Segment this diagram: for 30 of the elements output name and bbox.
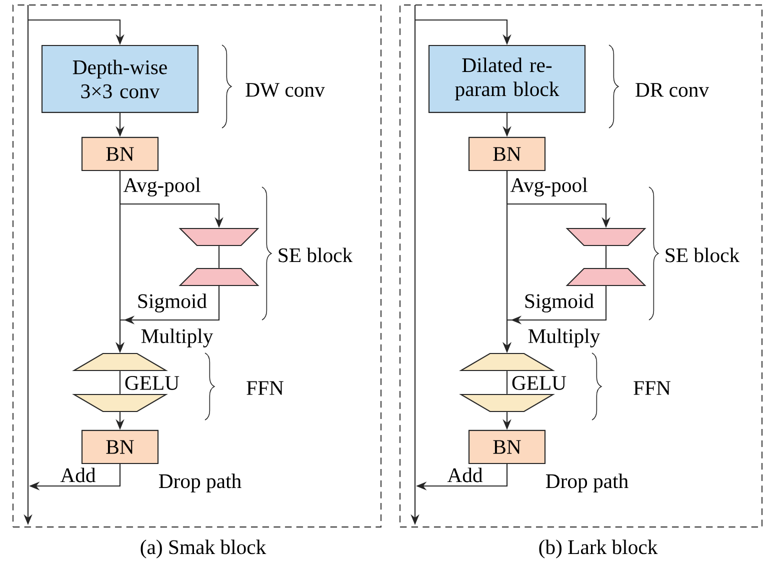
conv-box: Dilated re-param block xyxy=(428,45,586,113)
edge-label: Avg-pool xyxy=(122,176,202,198)
bn-box: BN xyxy=(81,136,159,172)
connector-line xyxy=(605,246,607,268)
connector-line xyxy=(218,246,220,268)
edge-label: Multiply xyxy=(140,327,214,349)
brace-label: DW conv xyxy=(246,83,325,97)
brace-label: FFN xyxy=(246,381,284,395)
edge-label: Avg-pool xyxy=(508,176,590,198)
bn-box: BN xyxy=(468,136,546,172)
brace-label: Drop path xyxy=(546,474,628,492)
node-label: (b) Lark block xyxy=(539,540,658,558)
edge-label: Add xyxy=(58,466,98,484)
edge-label: Add xyxy=(446,466,484,484)
brace-label: DR conv xyxy=(636,83,710,97)
brace-label: Drop path xyxy=(158,474,242,492)
brace-label: FFN xyxy=(634,381,670,395)
bn-box: BN xyxy=(81,430,159,464)
node-label: (a) Smak block xyxy=(140,540,266,558)
edge-label: Sigmoid xyxy=(522,292,596,314)
connector-line xyxy=(119,371,121,394)
edge-label: GELU xyxy=(510,374,568,392)
bn-box: BN xyxy=(468,430,546,464)
edge-label: Multiply xyxy=(526,327,602,349)
brace-label: SE block xyxy=(278,248,353,262)
brace-label: SE block xyxy=(666,248,740,262)
edge-label: Sigmoid xyxy=(136,292,208,314)
conv-box: Depth-wise 3×3 conv xyxy=(41,45,199,113)
edge-label: GELU xyxy=(123,374,181,392)
connector-line xyxy=(506,371,508,394)
